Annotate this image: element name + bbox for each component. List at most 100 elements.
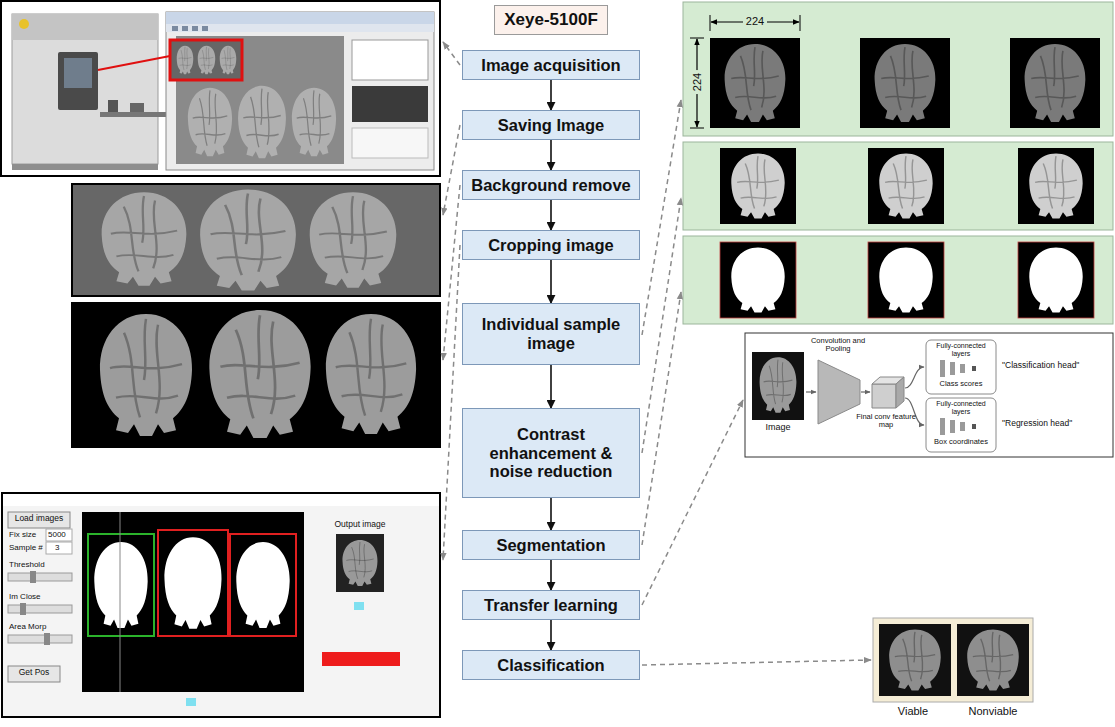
segmented-mask-panel	[868, 242, 944, 318]
network-diagram	[940, 418, 945, 435]
output-label: Class scores	[926, 380, 996, 388]
enhanced-sample-panel	[683, 142, 1113, 230]
network-label: Final conv feature map	[853, 413, 919, 430]
field-value: 3	[55, 544, 59, 553]
network-diagram	[926, 340, 996, 394]
software-screenshot	[292, 88, 336, 157]
box-label: Segmentation	[496, 536, 605, 555]
software-screenshot	[188, 88, 232, 157]
enhanced-sample-panel	[683, 142, 1113, 230]
field-label: Sample #	[9, 544, 43, 553]
enhanced-sample-panel	[1018, 148, 1094, 224]
cropping-software	[82, 512, 304, 692]
cropping-software	[46, 529, 72, 541]
individual-sample-panel	[725, 44, 786, 122]
software-screenshot	[352, 128, 428, 158]
process-box: Saving Image	[462, 110, 640, 140]
network-diagram	[972, 366, 976, 371]
enhanced-sample-panel	[879, 154, 932, 219]
individual-sample-panel	[683, 2, 1113, 136]
software-screenshot	[176, 36, 344, 164]
software-screenshot	[182, 26, 188, 31]
network-label: Convolution and Pooling	[806, 337, 870, 354]
individual-sample-panel	[683, 2, 1113, 136]
cropping-software	[8, 605, 72, 613]
software-screenshot	[172, 26, 178, 31]
zoom-inset	[220, 46, 237, 75]
dimension-label: 224	[743, 15, 767, 27]
segmented-mask-panel	[1018, 242, 1094, 318]
classification-result	[967, 629, 1019, 690]
xray-machine	[12, 14, 158, 164]
leader-line	[642, 660, 871, 665]
output-label: Box coordinates	[926, 438, 996, 446]
flow-arrow	[550, 560, 552, 590]
cropping-software	[94, 542, 147, 628]
network-diagram	[818, 360, 860, 424]
cropping-software	[354, 602, 364, 610]
cropping-software	[230, 534, 296, 636]
zoom-inset	[170, 40, 242, 80]
xray-machine	[64, 58, 92, 88]
process-box: Individual sample image	[462, 303, 640, 365]
network-diagram	[745, 333, 1113, 457]
leader-line	[443, 245, 460, 560]
software-screenshot	[166, 12, 434, 170]
software-screenshot	[166, 24, 434, 32]
box-label: Background remove	[471, 176, 631, 195]
flow-arrow	[550, 498, 552, 530]
button-label: Get Pos	[8, 668, 60, 677]
network-diagram	[806, 391, 816, 392]
software-screenshot	[238, 86, 286, 158]
class-label: Viable	[873, 705, 953, 717]
cropping-software	[164, 537, 221, 629]
enhanced-sample-panel	[1029, 154, 1082, 219]
cropping-software	[46, 542, 72, 554]
field-value: 5000	[48, 531, 66, 540]
flow-arrow	[550, 620, 552, 650]
process-box: Segmentation	[462, 530, 640, 560]
background-removed-image	[326, 314, 416, 434]
cropping-software	[8, 635, 72, 643]
layer-label: Fully-connected layers	[926, 342, 996, 357]
network-diagram	[950, 362, 955, 375]
cropping-software	[44, 633, 50, 645]
software-screenshot	[352, 40, 428, 80]
dimension-line	[710, 15, 711, 31]
process-box: Contrast enhancement & noise reduction	[462, 408, 640, 498]
acquisition-panel	[1, 1, 440, 176]
network-diagram	[960, 364, 965, 373]
network-diagram	[861, 391, 870, 392]
box-label: Transfer learning	[484, 596, 618, 615]
process-box: Transfer learning	[462, 590, 640, 620]
cropping-software	[30, 571, 36, 583]
individual-sample-panel	[1010, 38, 1100, 128]
segmented-mask-panel	[683, 236, 1113, 324]
process-box: Classification	[462, 650, 640, 680]
flow-arrow	[550, 200, 552, 230]
xray-machine	[130, 103, 144, 112]
process-box: Background remove	[462, 170, 640, 200]
cropping-software	[2, 493, 440, 717]
xray-machine	[12, 14, 158, 40]
xray-machine	[58, 52, 98, 110]
device-title-box: Xeye-5100F	[494, 5, 608, 35]
software-screenshot	[202, 26, 208, 31]
dimension-line	[690, 38, 704, 39]
network-diagram	[760, 357, 797, 412]
box-label: Individual sample image	[469, 315, 633, 353]
network-diagram	[972, 424, 976, 429]
classification-result	[873, 618, 1033, 702]
software-screenshot	[192, 26, 198, 31]
class-label: Nonviable	[953, 705, 1033, 717]
segmented-mask-panel	[720, 242, 796, 318]
segmented-mask-panel	[879, 248, 932, 313]
flow-arrow	[550, 80, 552, 110]
individual-sample-panel	[1025, 44, 1086, 122]
segmented-mask-panel	[731, 248, 784, 313]
background-removed-image	[209, 310, 310, 438]
enhanced-sample-panel	[720, 148, 796, 224]
panel-label: Output image	[320, 520, 400, 529]
slider-label: Im Close	[9, 593, 41, 602]
dimension-line	[690, 15, 800, 128]
